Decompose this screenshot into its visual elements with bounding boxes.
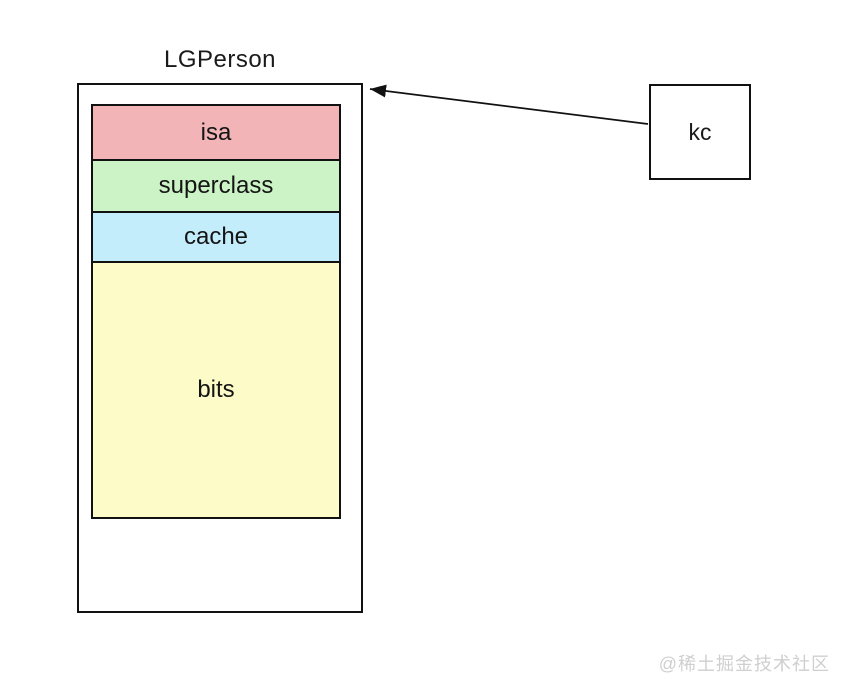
slot-stack: isa superclass cache bits [91,104,341,519]
watermark: @稀土掘金技术社区 [658,654,830,674]
slot-superclass: superclass [93,159,339,211]
slot-isa: isa [93,106,339,159]
slot-cache-label: cache [183,223,249,250]
kc-label: kc [688,118,712,145]
slot-superclass-label: superclass [158,172,274,199]
slot-cache: cache [93,211,339,261]
slot-bits: bits [93,261,339,517]
slot-isa-label: isa [200,118,232,146]
class-title: LGPerson [163,46,277,73]
kc-pointer-box: kc [649,84,751,180]
slot-bits-label: bits [197,376,235,403]
